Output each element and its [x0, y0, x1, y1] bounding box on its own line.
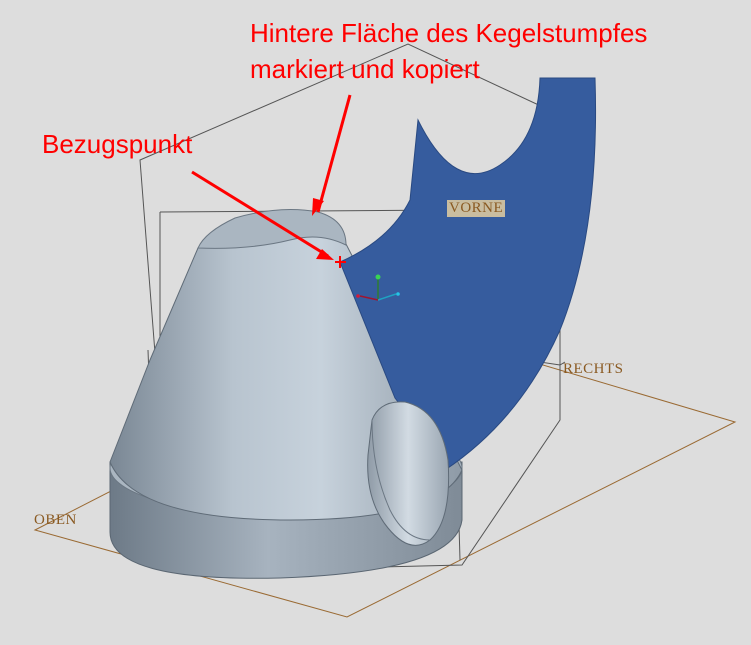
annotation-reference-point: Bezugspunkt: [42, 129, 193, 159]
datum-label-rechts[interactable]: RECHTS: [563, 361, 624, 377]
annotation-arrow-surface: [312, 94, 352, 216]
copied-rear-surface[interactable]: [339, 77, 597, 471]
coordinate-system-icon[interactable]: [356, 274, 400, 301]
side-tube[interactable]: [367, 401, 450, 546]
annotation-arrow-point: [191, 170, 334, 260]
annotation-title-line2: markiert und kopiert: [250, 54, 480, 84]
datum-point-icon[interactable]: [335, 256, 346, 268]
annotation-title-line1: Hintere Fläche des Kegelstumpfes: [250, 18, 648, 48]
side-tube-rim: [371, 419, 431, 541]
cone-top-face: [197, 209, 347, 249]
datum-label-vorne[interactable]: VORNE: [447, 200, 506, 217]
datum-label-oben[interactable]: OBEN: [34, 512, 77, 528]
